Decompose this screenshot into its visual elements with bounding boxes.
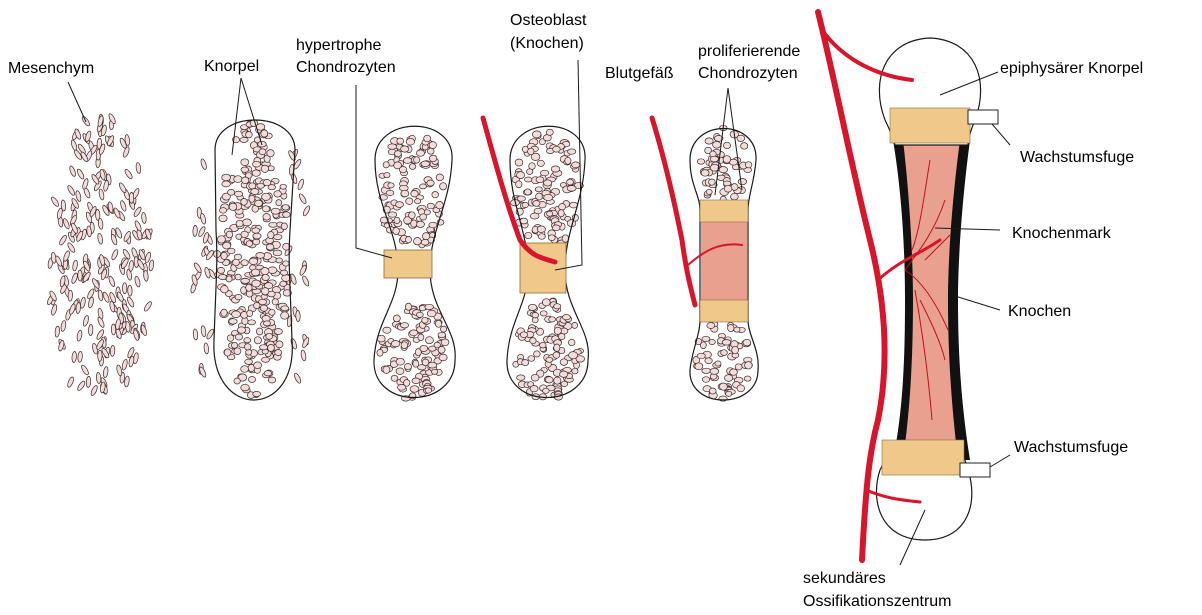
growth-plate-stage5-top	[700, 200, 748, 222]
label-sekundaeres-line1: sekundäres	[803, 570, 886, 587]
label-wachstumsfuge-bottom: Wachstumsfuge	[1014, 439, 1128, 456]
label-wachstumsfuge-top: Wachstumsfuge	[1020, 149, 1134, 166]
perichondrium-cells-right	[284, 149, 311, 385]
label-hypertrophe-line1: hypertrophe	[296, 37, 381, 54]
stage5-cells-bottom	[693, 322, 753, 402]
vessel-stage5	[652, 118, 695, 305]
label-hypertrophe-line2: Chondrozyten	[296, 59, 396, 76]
perichondrium-cells-left	[190, 158, 217, 378]
stage4-cells-bottom	[513, 298, 585, 400]
stage3-cells-bottom	[377, 303, 449, 401]
label-osteoblast-line2: (Knochen)	[510, 35, 584, 52]
label-epiphysaerer-knorpel: epiphysärer Knorpel	[1000, 60, 1143, 77]
label-sekundaeres-line2: Ossifikationszentrum	[803, 593, 952, 610]
cartilage-cells	[214, 120, 292, 399]
growth-plate-stage5-bottom	[700, 300, 748, 322]
label-mesenchym: Mesenchym	[8, 60, 94, 77]
label-blutgefaess: Blutgefäß	[605, 65, 674, 82]
stage5-cells-top	[697, 125, 752, 203]
mesenchyme-cells	[46, 113, 154, 397]
growth-plate-top	[890, 108, 970, 143]
growth-plate-bracket-bottom	[960, 463, 990, 477]
label-proliferierende-line2: Chondrozyten	[698, 65, 798, 82]
label-knochenmark: Knochenmark	[1012, 225, 1112, 242]
label-knochen: Knochen	[1008, 303, 1071, 320]
vessel-stage6-main	[818, 12, 885, 560]
label-osteoblast-line1: Osteoblast	[510, 12, 587, 29]
hypertrophic-zone	[384, 250, 432, 278]
growth-plate-bracket-top	[968, 110, 998, 124]
growth-plate-bottom	[882, 440, 964, 475]
label-knorpel: Knorpel	[204, 58, 259, 75]
label-proliferierende-line1: proliferierende	[698, 43, 800, 60]
